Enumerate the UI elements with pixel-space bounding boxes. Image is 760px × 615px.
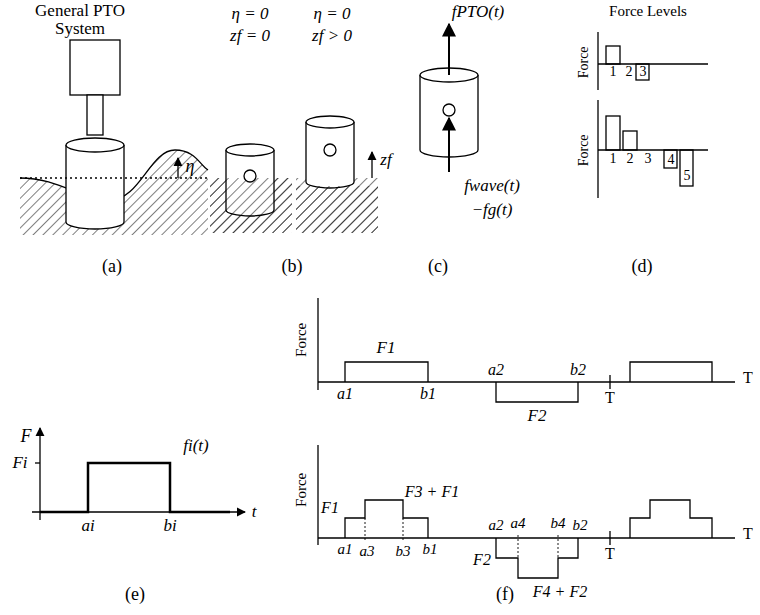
axis-label: Force: [294, 323, 310, 357]
figure-label: General PTO System: [25, 2, 135, 38]
figure-label: fi(t): [183, 437, 209, 455]
figure-label: 3: [645, 152, 652, 167]
figure-label: T: [605, 546, 615, 563]
figure-label: b4: [551, 516, 566, 532]
figure-label: b2: [573, 518, 588, 534]
figure-label: (b): [282, 257, 303, 276]
figure-label: 2: [627, 152, 634, 167]
figure-label: 2: [626, 65, 633, 80]
axis-label: Force: [294, 473, 310, 507]
figure-label: t: [252, 503, 257, 521]
figure-label: (c): [428, 257, 448, 276]
figure-label: zf = 0: [230, 27, 270, 45]
figure-label: F: [21, 427, 32, 446]
figure-label: bi: [163, 517, 176, 535]
figure-label: a4: [511, 516, 526, 532]
figure-label: T: [743, 526, 753, 543]
figure-label: a1: [338, 542, 353, 558]
figure-label: η = 0: [232, 5, 269, 23]
figure-label: zf > 0: [312, 27, 352, 45]
figure-label: F2: [528, 407, 547, 425]
figure-label: 1: [610, 152, 617, 167]
figure-label: (e): [125, 585, 145, 604]
figure-label: Force Levels: [609, 4, 687, 20]
axis-label: Force: [577, 46, 592, 78]
figure-label: 4: [668, 153, 675, 168]
figure-label: (f): [496, 585, 514, 604]
figure-label: F1: [377, 339, 396, 357]
figure-label: 1: [610, 65, 617, 80]
figure-label: T: [743, 370, 753, 387]
figure-label: Fi: [12, 454, 27, 472]
figure-label: a2: [489, 518, 504, 534]
figure-label: F1: [321, 500, 339, 517]
figure-label: b3: [396, 544, 411, 560]
figure-label: F2: [473, 552, 491, 569]
figure-label: a1: [337, 386, 353, 403]
figure-label: F4 + F2: [533, 584, 587, 601]
figure-label: a2: [488, 362, 504, 379]
figure-label: T: [605, 390, 615, 407]
figure-label: 3: [640, 65, 647, 80]
figure-label: η: [186, 157, 195, 176]
figure-label: zf: [380, 151, 391, 169]
figure-label: b1: [420, 386, 436, 403]
figure-label: b2: [570, 362, 586, 379]
figure-label: η = 0: [314, 5, 351, 23]
figure-label: −fg(t): [472, 201, 513, 219]
figure-label: ai: [81, 517, 94, 535]
figure-label: (a): [102, 257, 122, 276]
figure-label: (d): [632, 257, 653, 276]
figure-label: b1: [423, 542, 438, 558]
figure-label: fwave(t): [464, 177, 520, 195]
figure-label: a3: [360, 544, 375, 560]
axis-label: Force: [577, 134, 592, 166]
figure-label: 5: [684, 169, 691, 184]
figure-label: fPTO(t): [452, 3, 505, 21]
figure-label: F3 + F1: [405, 484, 459, 501]
